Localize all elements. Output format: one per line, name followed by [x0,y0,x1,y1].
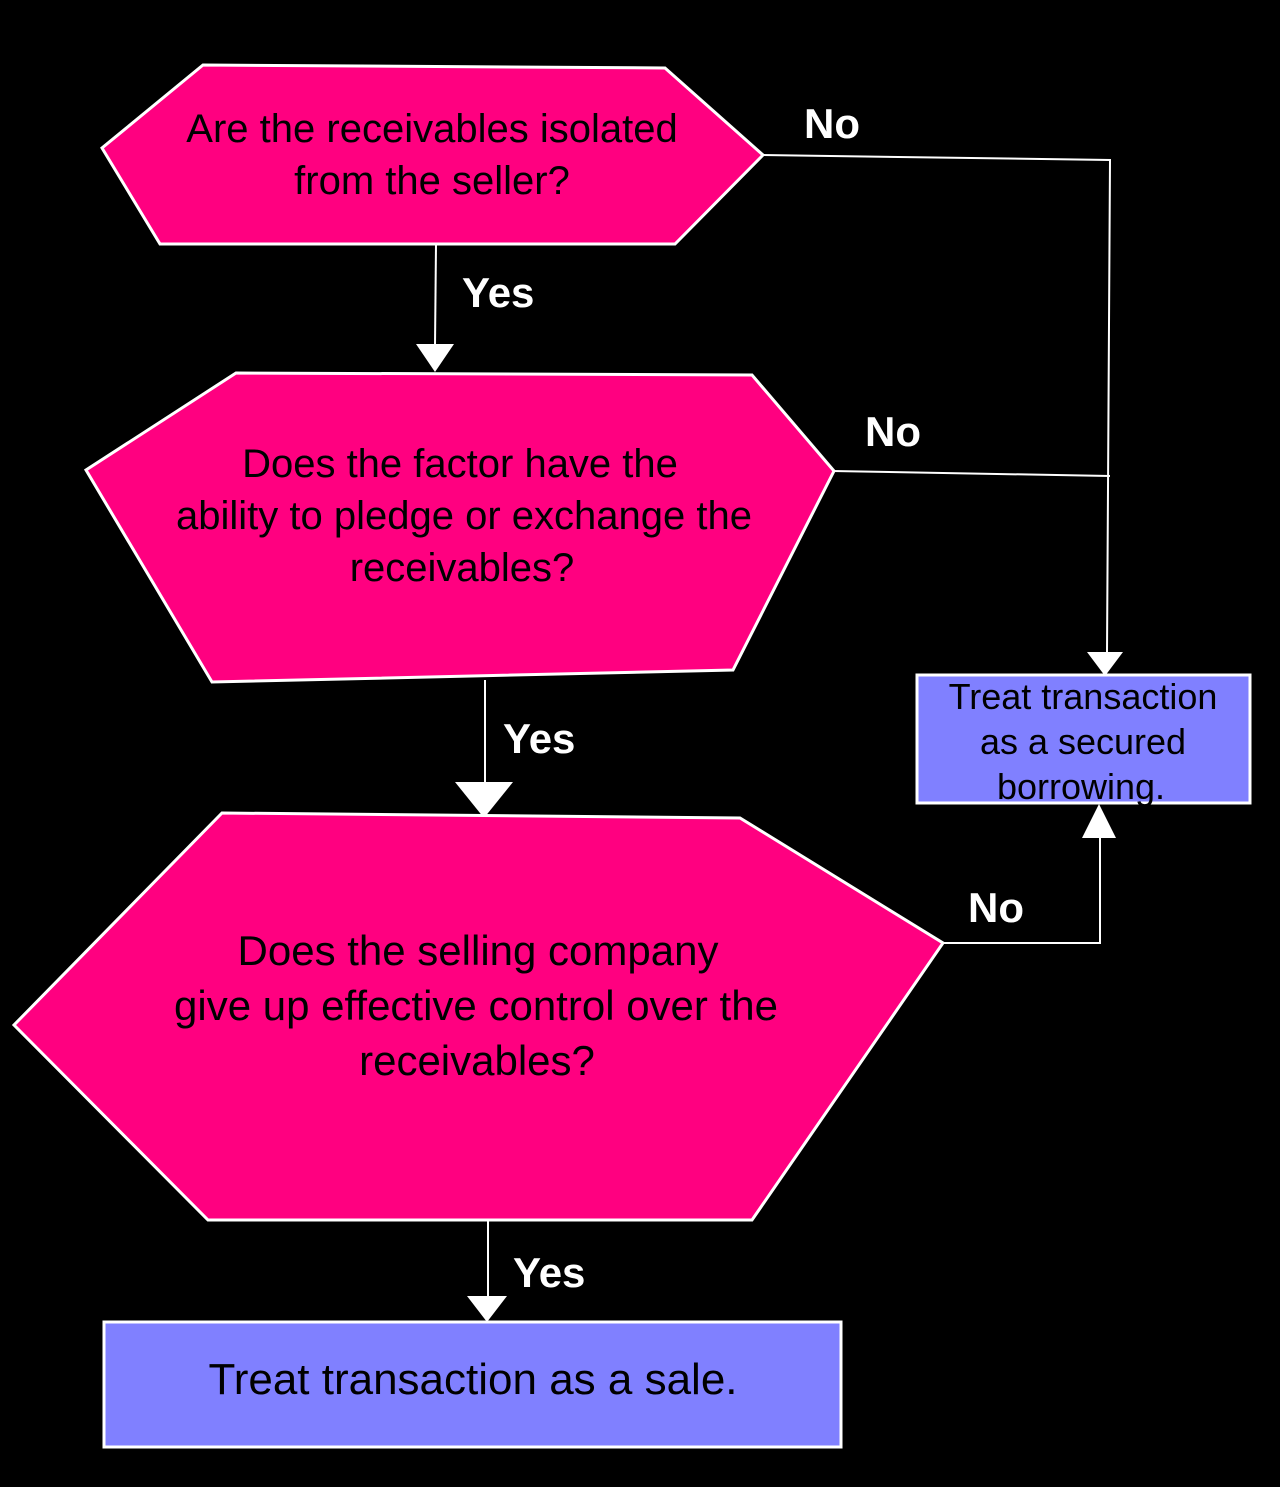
question-line: ability to pledge or exchange the [176,494,752,538]
decision-shape [83,371,836,684]
arrowhead-down-sale [467,1296,507,1322]
connector-yes-1 [434,243,437,347]
decision-receivables-isolated: Are the receivables isolated from the se… [100,63,766,246]
decision-shape [100,63,766,246]
question-line: receivables? [359,1037,595,1084]
question-line: receivables? [350,546,575,590]
result-line: as a secured [980,721,1186,762]
decision-shape [11,811,946,1222]
result-sale: Treat transaction as a sale. [102,1320,843,1449]
arrowhead-down-2 [416,344,454,372]
decision-factor-pledge: Does the factor have the ability to pled… [83,371,836,684]
result-box [102,1320,843,1449]
arrowhead-up-secured [1082,804,1116,838]
label-no-3: No [968,884,1024,931]
result-line: borrowing. [997,766,1165,807]
question-line: from the seller? [294,159,570,203]
question-line: give up effective control over the [174,982,778,1029]
label-yes-2: Yes [503,715,575,762]
arrowhead-down-3 [455,782,513,818]
result-line: Treat transaction [949,676,1218,717]
label-yes-1: Yes [462,269,534,316]
connector-no-1 [761,154,1112,653]
connector-no-2 [831,470,1111,477]
result-box [915,673,1252,805]
question-line: Does the factor have the [242,442,678,486]
label-no-1: No [804,100,860,147]
label-yes-3: Yes [513,1249,585,1296]
connector-no-3 [942,838,1101,944]
arrowhead-down-secured [1087,652,1123,676]
decision-effective-control: Does the selling company give up effecti… [11,811,946,1222]
question-line: Are the receivables isolated [186,107,677,151]
label-no-2: No [865,408,921,455]
result-line: Treat transaction as a sale. [208,1355,737,1404]
question-line: Does the selling company [238,927,719,974]
result-secured-borrowing: Treat transaction as a secured borrowing… [915,673,1252,807]
